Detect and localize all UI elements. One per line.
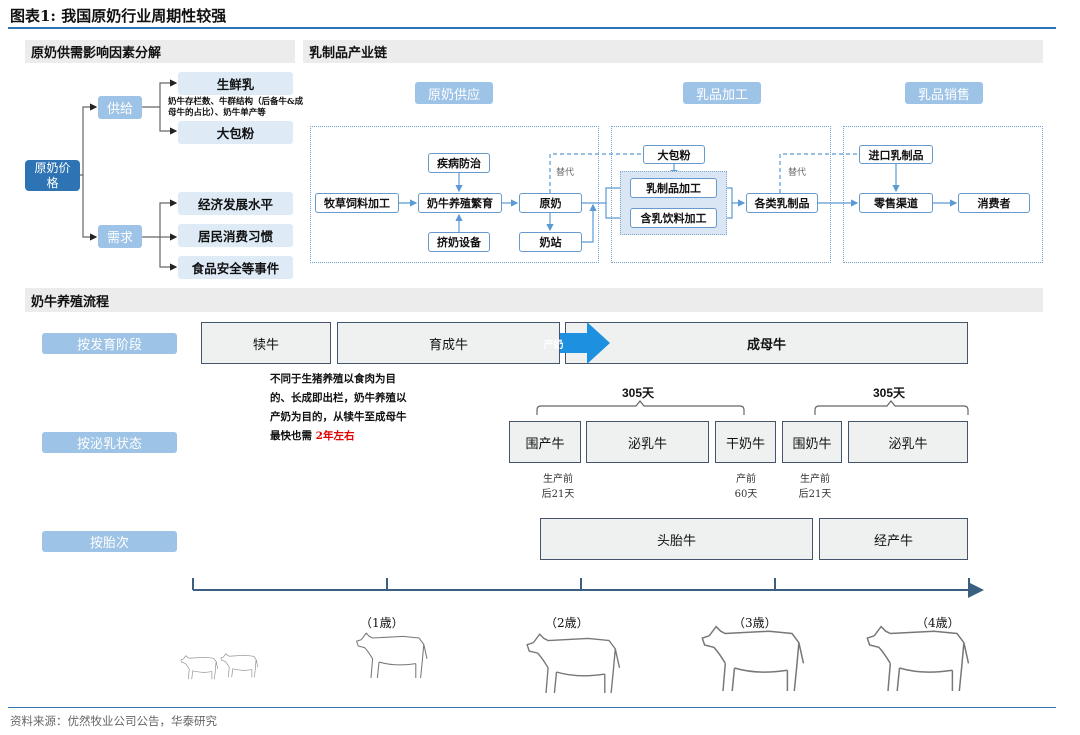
lactation-dry: 干奶牛 (715, 421, 776, 463)
stage-calf: 犊牛 (201, 322, 331, 364)
sub-note-line: 产前 (736, 474, 756, 485)
row-label-lactation: 按泌乳状态 (42, 432, 177, 453)
parity-multi: 经产牛 (819, 518, 968, 560)
brace-label: 305天 (873, 386, 906, 400)
node-disease: 疾病防治 (428, 153, 490, 173)
node-station: 奶站 (519, 232, 582, 252)
lactation-milking: 泌乳牛 (586, 421, 709, 463)
node-consumer: 消费者 (958, 193, 1030, 213)
source-note: 资料来源：优然牧业公司公告，华泰研究 (10, 714, 217, 728)
brace-label: 305天 (622, 386, 655, 400)
node-milking: 挤奶设备 (428, 232, 490, 252)
sub-note-line: 60天 (734, 489, 758, 500)
parity-first: 头胎牛 (540, 518, 813, 560)
row-label-development: 按发育阶段 (42, 333, 177, 354)
node-raw-milk: 原奶 (519, 193, 582, 213)
cow-icon (701, 625, 805, 692)
raw-milk-price-node: 原奶价格 (25, 160, 80, 191)
node-products: 各类乳制品 (746, 193, 818, 213)
process-header: 奶牛养殖流程 (25, 288, 1043, 312)
sub-note-line: 后21天 (798, 489, 832, 500)
demand-item: 经济发展水平 (178, 192, 293, 215)
cow-icon (526, 633, 621, 694)
note-text: 不同于生猪养殖以食肉为目的、长成即出栏，奶牛养殖以产奶为目的，从犊牛至成母牛最快… (270, 373, 407, 442)
node-breeding: 奶牛养殖繁育 (418, 193, 502, 213)
calf-icon (180, 653, 259, 680)
node-powder: 大包粉 (643, 145, 705, 164)
row-label-parity: 按胎次 (42, 531, 177, 552)
stage-processing: 乳品加工 (683, 82, 761, 104)
cow-icon (866, 625, 970, 692)
node-forage: 牧草饲料加工 (315, 193, 399, 213)
demand-node: 需求 (98, 225, 142, 248)
demand-item: 食品安全等事件 (178, 256, 293, 279)
node-dairy-processing: 乳制品加工 (630, 178, 717, 198)
cow-icon (356, 632, 428, 679)
node-retail: 零售渠道 (859, 193, 933, 213)
supply-node: 供给 (98, 96, 142, 119)
sales-group (843, 126, 1043, 263)
age-label: （1歳） (360, 616, 404, 630)
breeding-note: 不同于生猪养殖以食肉为目的、长成即出栏，奶牛养殖以产奶为目的，从犊牛至成母牛最快… (270, 370, 408, 446)
sub-note-line: 生产前 (543, 474, 573, 485)
lactation-transition: 围产牛 (509, 421, 581, 463)
milk-arrow-label: 产奶 (543, 339, 564, 351)
node-drink-processing: 含乳饮料加工 (630, 208, 717, 228)
supply-item: 生鲜乳 (178, 72, 293, 95)
substitute-label: 替代 (556, 168, 575, 178)
left-panel-header: 原奶供需影响因素分解 (25, 40, 295, 63)
processing-group (611, 126, 831, 263)
sub-note-line: 后21天 (541, 489, 575, 500)
sub-note: 生产前后21天 (528, 472, 588, 502)
chain-panel-header: 乳制品产业链 (303, 40, 1043, 63)
title-rule (8, 27, 1056, 29)
footer-rule (8, 707, 1056, 708)
age-label: （3歳） (733, 616, 777, 630)
demand-item: 居民消费习惯 (178, 224, 293, 247)
stage-heifer: 育成牛 (337, 322, 560, 364)
sub-note: 生产前后21天 (785, 472, 845, 502)
lactation-transition-2: 围奶牛 (782, 421, 842, 463)
raw-supply-group (310, 126, 599, 263)
supply-note: 奶牛存栏数、牛群结构（后备牛&成母牛的占比）、奶牛单产等 (168, 97, 304, 118)
sub-note: 产前 60天 (716, 472, 776, 502)
figure-title: 图表1: 我国原奶行业周期性较强 (10, 7, 227, 25)
supply-item: 大包粉 (178, 121, 293, 144)
stage-sales: 乳品销售 (905, 82, 983, 104)
age-label: （4歳） (916, 616, 960, 630)
substitute-label: 替代 (788, 168, 807, 178)
note-highlight: 2年左右 (315, 430, 355, 442)
sub-note-line: 生产前 (800, 474, 830, 485)
stage-raw-supply: 原奶供应 (415, 82, 493, 104)
node-import: 进口乳制品 (859, 145, 933, 164)
stage-cow: 成母牛 (565, 322, 968, 364)
lactation-milking-2: 泌乳牛 (848, 421, 968, 463)
age-label: （2歳） (545, 616, 589, 630)
